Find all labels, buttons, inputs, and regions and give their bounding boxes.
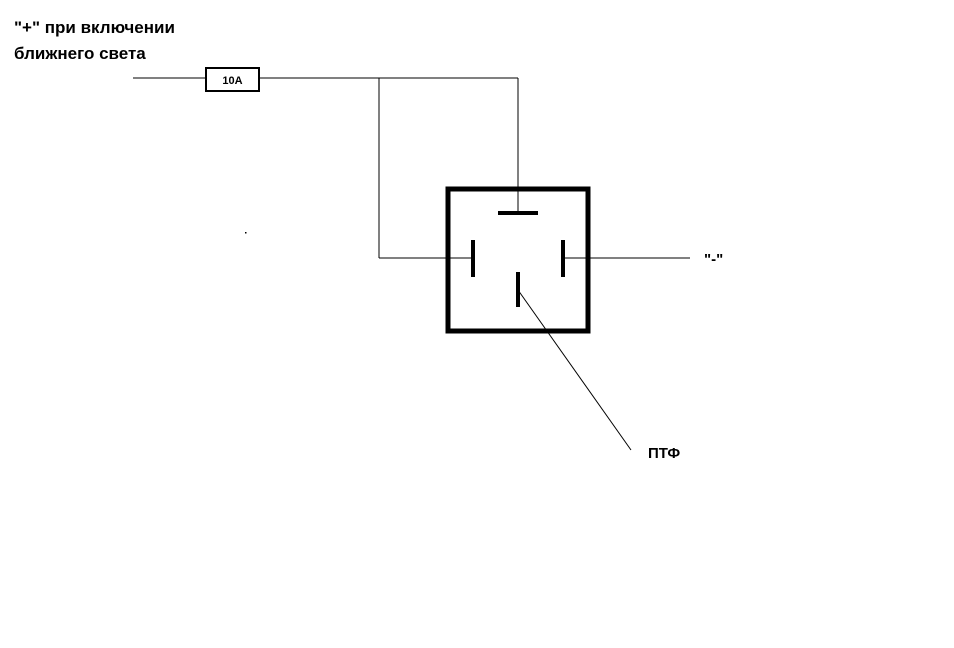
plus-label-line1: "+" при включении: [14, 18, 175, 37]
fuse-label: 10А: [222, 75, 242, 87]
ptf-label: ПТФ: [648, 445, 680, 462]
fuse-box: [205, 67, 260, 92]
relay-body: [445, 186, 591, 334]
minus-label: "-": [704, 251, 723, 268]
plus-label-line2: ближнего света: [14, 44, 146, 63]
stray-dot: [245, 232, 247, 234]
ptf-leader-line: [517, 289, 632, 451]
